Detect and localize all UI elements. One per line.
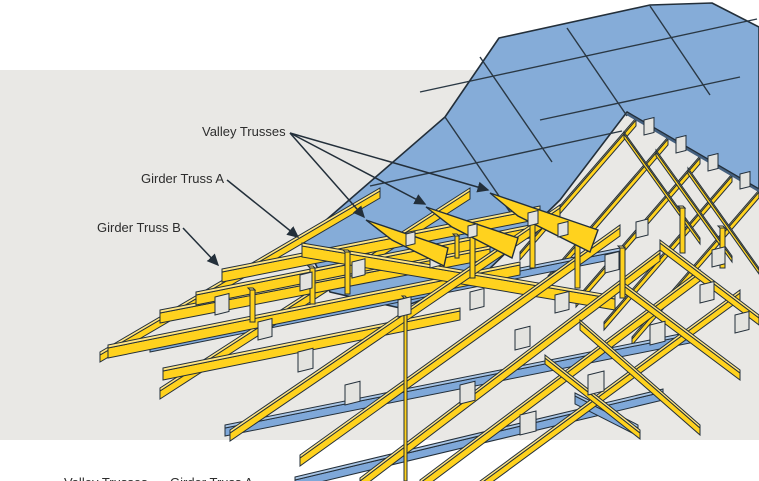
gusset-block xyxy=(397,296,412,318)
girder-truss-a-arrow xyxy=(226,179,300,238)
valley-truss-plate xyxy=(467,223,478,239)
rafter-top xyxy=(359,248,661,481)
valley-truss-plate xyxy=(527,209,539,227)
truss-web xyxy=(454,235,460,259)
truss-web-top xyxy=(616,245,627,249)
edge-block xyxy=(643,116,655,136)
field-web-top xyxy=(655,148,733,260)
field-web-top xyxy=(687,166,759,271)
valley-truss-plates xyxy=(405,209,569,247)
gusset-block xyxy=(554,290,570,314)
label-girder-truss-a: Girder Truss A xyxy=(141,171,225,186)
valley-truss-3 xyxy=(489,192,599,253)
truss-web-top xyxy=(341,249,352,253)
gusset-block xyxy=(734,310,750,334)
gusset-block xyxy=(587,370,605,396)
valley-trusses-arrow-3 xyxy=(289,132,490,193)
rafter-top xyxy=(659,238,759,319)
truss-web-top xyxy=(246,287,257,291)
edge-block xyxy=(739,170,751,190)
gusset-block xyxy=(351,258,366,279)
gusset-block xyxy=(649,320,666,346)
rafter-top xyxy=(299,224,621,459)
girder-truss-b-arrow xyxy=(182,227,220,267)
rafter-top xyxy=(229,204,561,434)
gusset-block xyxy=(214,292,230,316)
valley-trusses xyxy=(365,192,599,268)
gusset-block xyxy=(519,410,537,436)
edge-block xyxy=(675,134,687,154)
truss-web xyxy=(679,207,686,254)
gusset-block xyxy=(469,287,485,311)
truss-web xyxy=(619,247,626,299)
gusset-block xyxy=(514,325,531,351)
gusset-block xyxy=(699,280,715,304)
truss-web xyxy=(403,297,408,481)
valley-trusses-arrow-1 xyxy=(289,132,365,219)
leader-arrows xyxy=(182,132,490,267)
edge-blocking xyxy=(643,116,751,190)
valley-trusses-arrow-2 xyxy=(289,132,427,205)
label-girder-truss-b: Girder Truss B xyxy=(97,220,181,235)
label-bottom-valley-trusses-partial: Valley Trusses xyxy=(64,476,148,481)
truss-web xyxy=(249,289,256,323)
truss-framing xyxy=(99,187,759,481)
truss-web-top xyxy=(716,225,727,229)
gusset-block xyxy=(711,246,726,268)
gusset-block xyxy=(257,317,273,341)
valley-truss-plate xyxy=(557,220,569,238)
truss-web-top xyxy=(306,265,317,269)
label-valley-trusses: Valley Trusses xyxy=(202,124,286,139)
truss-web-top xyxy=(676,205,687,209)
rafter-top xyxy=(579,318,701,430)
gusset-block xyxy=(459,380,476,405)
gusset-block xyxy=(344,380,361,406)
gusset-block xyxy=(635,218,649,239)
gusset-block xyxy=(604,250,620,274)
edge-block xyxy=(707,152,719,172)
gusset-block xyxy=(299,271,313,292)
truss-web xyxy=(344,251,351,295)
valley-truss-plate xyxy=(405,231,416,247)
girder-beam-top xyxy=(107,261,521,349)
truss-web-top xyxy=(451,233,461,237)
gusset-block xyxy=(297,347,314,373)
rafter-top xyxy=(479,289,741,481)
label-bottom-girder-truss-a-partial: Girder Truss A xyxy=(170,476,253,481)
